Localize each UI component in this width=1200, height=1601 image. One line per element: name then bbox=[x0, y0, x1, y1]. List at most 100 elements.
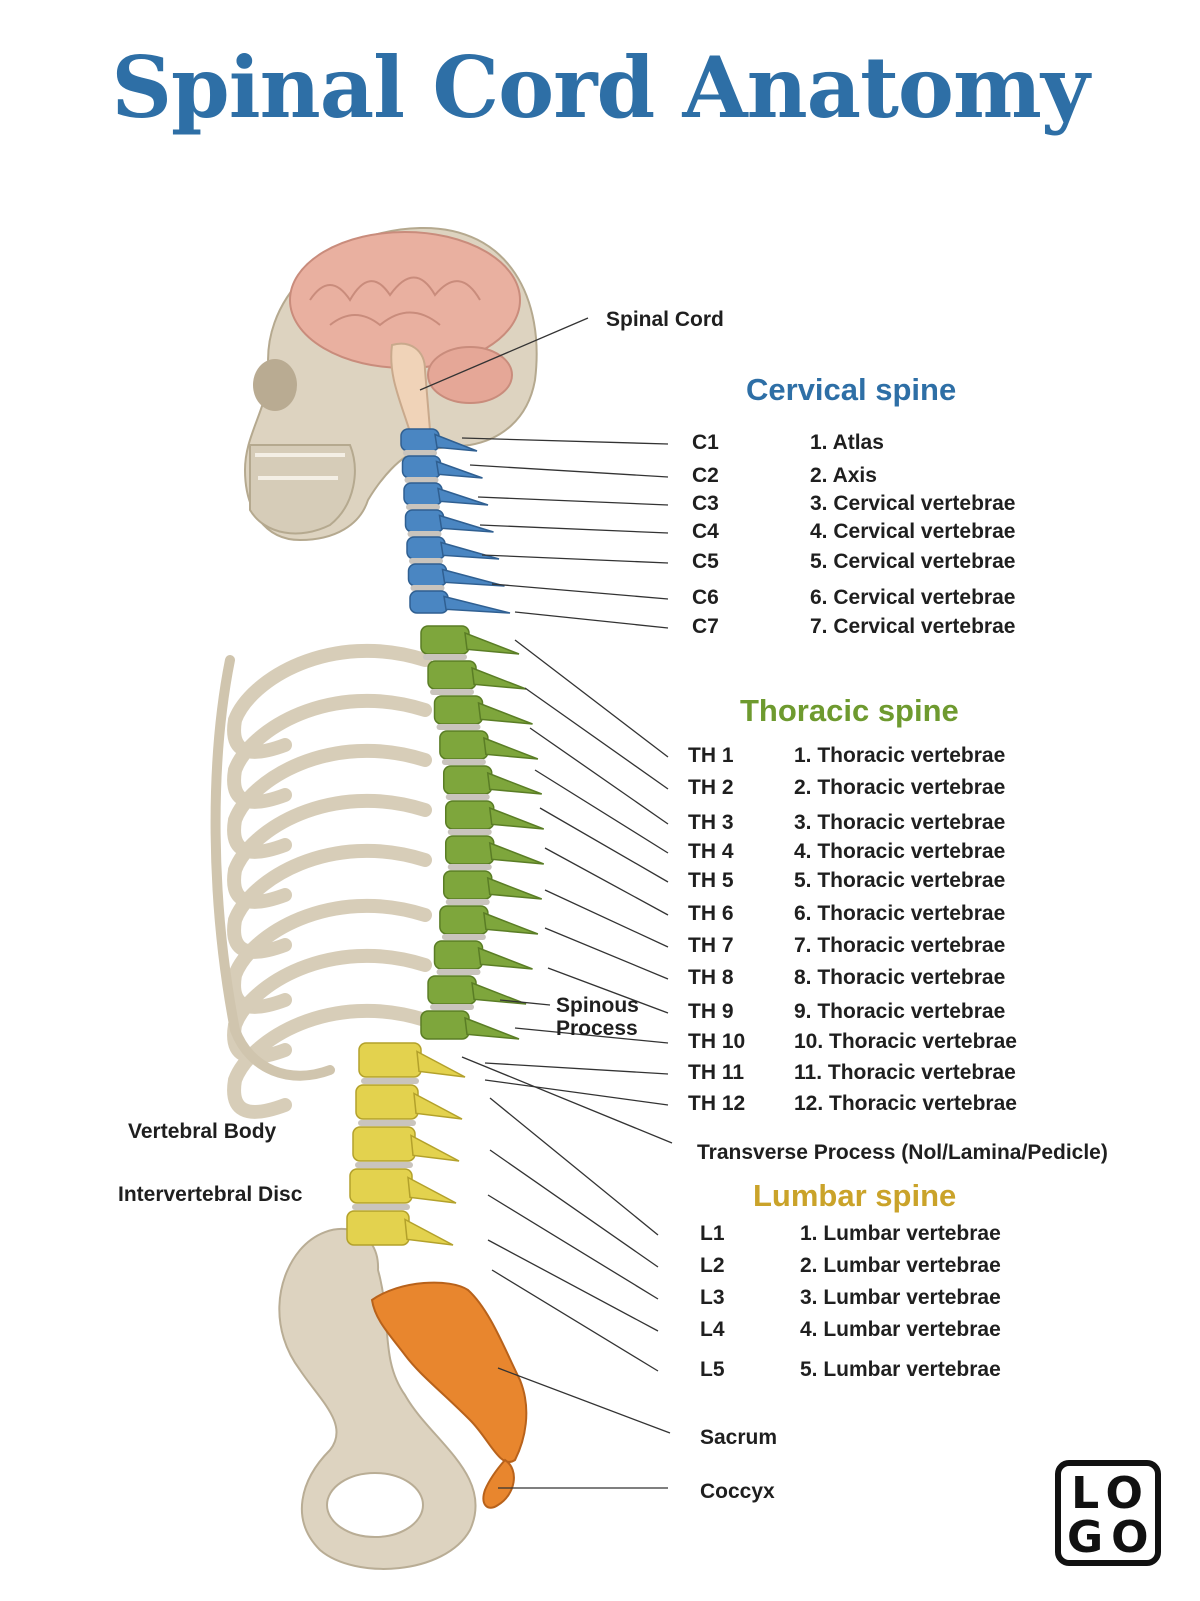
thoracic-name: 6. Thoracic vertebrae bbox=[794, 902, 1006, 925]
skeleton-art bbox=[210, 226, 545, 1570]
vertebra bbox=[401, 455, 442, 479]
cervical-name: 4. Cervical vertebrae bbox=[810, 520, 1016, 543]
intervertebral-disc bbox=[355, 1162, 413, 1168]
cerebellum bbox=[427, 346, 513, 404]
cervical-name: 1. Atlas bbox=[810, 431, 884, 454]
teeth bbox=[255, 453, 345, 480]
thoracic-code: TH 5 bbox=[688, 869, 734, 892]
vertebra bbox=[420, 1010, 470, 1040]
thoracic-code: TH 11 bbox=[688, 1061, 745, 1084]
lumbar-code: L5 bbox=[700, 1358, 725, 1381]
spinous-process bbox=[477, 946, 533, 970]
spinous-process bbox=[410, 1134, 460, 1162]
vertebra bbox=[439, 905, 489, 935]
label-vertebral-body: Vertebral Body bbox=[128, 1120, 277, 1143]
leader-line bbox=[514, 611, 669, 629]
cervical-name: 6. Cervical vertebrae bbox=[810, 586, 1016, 609]
thoracic-code: TH 9 bbox=[688, 1000, 734, 1023]
logo: LO GO bbox=[1055, 1460, 1161, 1566]
lumbar-code: L3 bbox=[700, 1286, 725, 1309]
leader-line bbox=[491, 583, 669, 600]
intervertebral-disc bbox=[430, 1004, 475, 1010]
intervertebral-disc bbox=[410, 585, 445, 591]
leader-line bbox=[491, 1269, 659, 1372]
vertebra bbox=[442, 765, 493, 795]
vertebra bbox=[407, 563, 448, 587]
spinous-process bbox=[488, 841, 545, 865]
cervical-name: 2. Axis bbox=[810, 464, 877, 487]
sacrum bbox=[370, 1281, 528, 1463]
lumbar-name: 5. Lumbar vertebrae bbox=[800, 1358, 1001, 1381]
spinous-process bbox=[416, 1050, 466, 1078]
intervertebral-disc bbox=[406, 504, 440, 510]
leader-line bbox=[514, 1027, 669, 1044]
thoracic-code: TH 1 bbox=[688, 744, 734, 767]
intervertebral-disc bbox=[361, 1078, 419, 1084]
logo-top: LO bbox=[1071, 1468, 1151, 1519]
leader-line bbox=[514, 639, 669, 758]
spinous-process bbox=[441, 568, 505, 587]
lumbar-code: L1 bbox=[700, 1222, 725, 1245]
cervical-code: C5 bbox=[692, 550, 719, 573]
intervertebral-disc bbox=[423, 654, 467, 660]
intervertebral-disc bbox=[407, 531, 442, 537]
thoracic-code: TH 8 bbox=[688, 966, 734, 989]
logo-bottom: GO bbox=[1067, 1512, 1157, 1563]
pelvis bbox=[278, 1227, 477, 1570]
thoracic-code: TH 7 bbox=[688, 934, 734, 957]
rib bbox=[227, 1003, 432, 1119]
label-intervertebral-disc: Intervertebral Disc bbox=[118, 1183, 303, 1206]
spinous-process bbox=[488, 806, 545, 830]
thoracic-name: 1. Thoracic vertebrae bbox=[794, 744, 1006, 767]
lumbar-name: 2. Lumbar vertebrae bbox=[800, 1254, 1001, 1277]
spinous-process bbox=[440, 541, 500, 560]
spinous-process bbox=[477, 701, 533, 725]
page-title: Spinal Cord Anatomy bbox=[111, 38, 1089, 137]
vertebra bbox=[358, 1042, 422, 1078]
intervertebral-disc bbox=[403, 450, 437, 456]
intervertebral-disc bbox=[352, 1204, 410, 1210]
leader-line bbox=[539, 807, 669, 883]
leader-line bbox=[484, 1079, 669, 1106]
leader-line bbox=[534, 769, 669, 854]
lumbar-name: 1. Lumbar vertebrae bbox=[800, 1222, 1001, 1245]
spinous-process bbox=[434, 433, 478, 452]
thoracic-name: 9. Thoracic vertebrae bbox=[794, 1000, 1006, 1023]
spinous-process bbox=[443, 595, 511, 614]
vertebra bbox=[409, 590, 449, 614]
thoracic-code: TH 3 bbox=[688, 811, 734, 834]
cervical-code: C6 bbox=[692, 586, 719, 609]
spinous-process bbox=[438, 514, 494, 533]
thoracic-title: Thoracic spine bbox=[740, 693, 959, 728]
spinous-process bbox=[413, 1092, 463, 1120]
thoracic-name: 12. Thoracic vertebrae bbox=[794, 1092, 1017, 1115]
leader-line bbox=[499, 999, 551, 1006]
cervical-code: C4 bbox=[692, 520, 719, 543]
leader-line bbox=[461, 437, 669, 445]
leader-line bbox=[547, 967, 669, 1014]
leader-lines bbox=[419, 317, 673, 1489]
thoracic-code: TH 10 bbox=[688, 1030, 746, 1053]
label-transverse-process: Transverse Process (Nol/Lamina/Pedicle) bbox=[697, 1141, 1108, 1164]
cervical-title: Cervical spine bbox=[746, 372, 957, 407]
intervertebral-disc bbox=[358, 1120, 416, 1126]
lumbar-name: 4. Lumbar vertebrae bbox=[800, 1318, 1001, 1341]
leader-line bbox=[487, 1239, 659, 1332]
vertebra bbox=[349, 1168, 413, 1204]
vertebra bbox=[400, 428, 440, 452]
thoracic-name: 10. Thoracic vertebrae bbox=[794, 1030, 1017, 1053]
leader-line bbox=[477, 496, 669, 506]
thoracic-name: 5. Thoracic vertebrae bbox=[794, 869, 1006, 892]
rib-cage bbox=[210, 643, 432, 1119]
cervical-code: C7 bbox=[692, 615, 719, 638]
vertebra bbox=[433, 940, 484, 970]
intervertebral-disc bbox=[447, 864, 492, 870]
cervical-code: C1 bbox=[692, 431, 719, 454]
thoracic-code: TH 4 bbox=[688, 840, 734, 863]
spinous-process bbox=[464, 631, 520, 655]
jaw bbox=[249, 444, 356, 535]
spinous-process bbox=[437, 487, 489, 506]
spinous-process bbox=[471, 666, 527, 690]
intervertebral-disc bbox=[404, 477, 439, 483]
